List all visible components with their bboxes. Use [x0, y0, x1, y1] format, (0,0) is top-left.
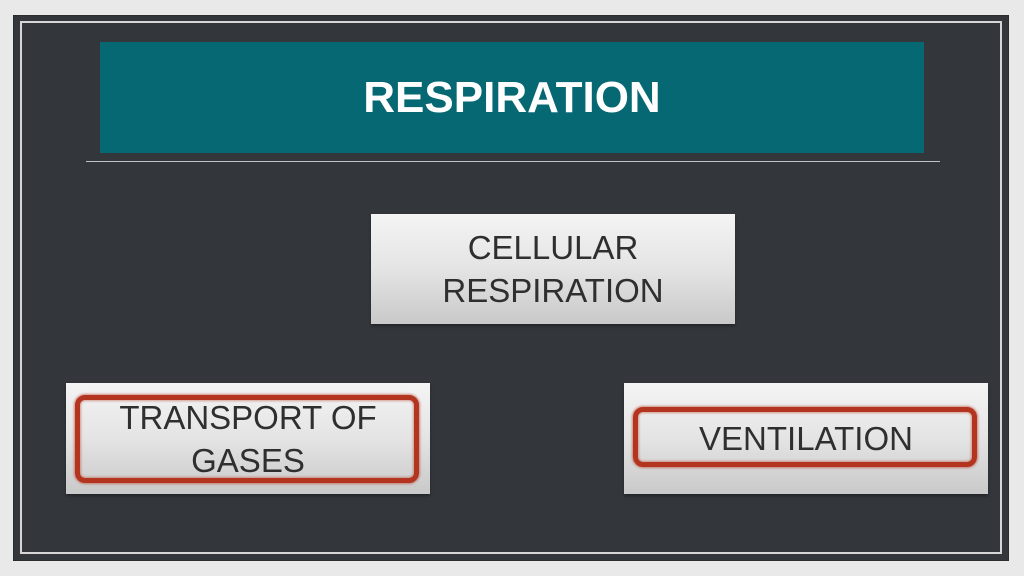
node-transport-of-gases-line-2: GASES	[191, 441, 305, 479]
node-cellular-respiration-line-1: CELLULAR	[467, 229, 639, 266]
title-divider	[86, 161, 940, 162]
highlight-outline-ventilation	[633, 407, 977, 467]
node-cellular-respiration-label: CELLULAR RESPIRATION	[442, 226, 663, 312]
node-transport-of-gases-line-1: TRANSPORT OF	[119, 398, 377, 436]
node-cellular-respiration-line-2: RESPIRATION	[442, 272, 664, 309]
slide: RESPIRATION CELLULAR RESPIRATION TRANSPO…	[14, 16, 1008, 560]
slide-title: RESPIRATION	[363, 72, 661, 122]
node-transport-of-gases: TRANSPORT OF GASES	[66, 383, 430, 494]
node-cellular-respiration: CELLULAR RESPIRATION	[371, 214, 735, 324]
node-ventilation-line-1: VENTILATION	[699, 420, 913, 457]
node-transport-of-gases-label: TRANSPORT OF GASES	[119, 396, 376, 482]
highlight-outline-transport	[75, 395, 419, 483]
node-ventilation: VENTILATION	[624, 383, 988, 494]
title-bar: RESPIRATION	[100, 42, 924, 153]
node-ventilation-label: VENTILATION	[699, 417, 913, 460]
